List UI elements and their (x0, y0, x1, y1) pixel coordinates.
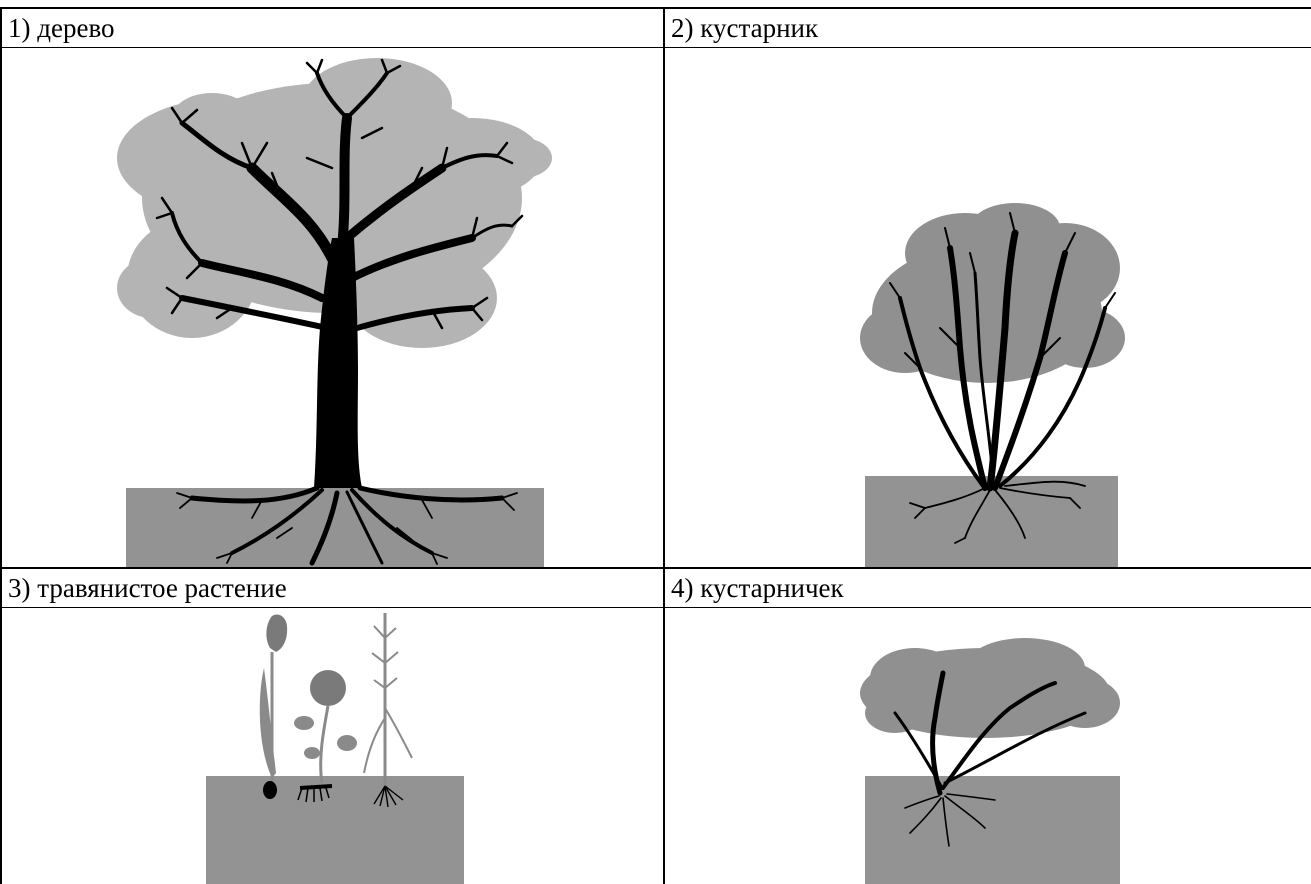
shrub-illustration (665, 48, 1311, 567)
tree-illustration (2, 48, 663, 567)
dwarf-shrub-illustration (665, 608, 1311, 884)
herbaceous-plants-icon (206, 613, 464, 884)
label-herbaceous-plant: 3) травянистое растение (8, 573, 287, 603)
shrub-icon (860, 203, 1125, 567)
table-border-top (0, 7, 1311, 9)
label-tree: 1) дерево (8, 13, 115, 43)
table-header-line-1 (0, 47, 1311, 48)
dwarf-shrub-icon (860, 638, 1120, 884)
table-divider-horizontal (0, 567, 1311, 569)
herbaceous-plant-illustration (2, 608, 663, 884)
table-header-line-2 (0, 607, 1311, 608)
label-dwarf-shrub: 4) кустарничек (671, 573, 844, 603)
tree-icon (117, 58, 552, 567)
label-shrub: 2) кустарник (671, 13, 819, 43)
table-divider-vertical (663, 7, 665, 884)
table-border-left (0, 7, 2, 884)
